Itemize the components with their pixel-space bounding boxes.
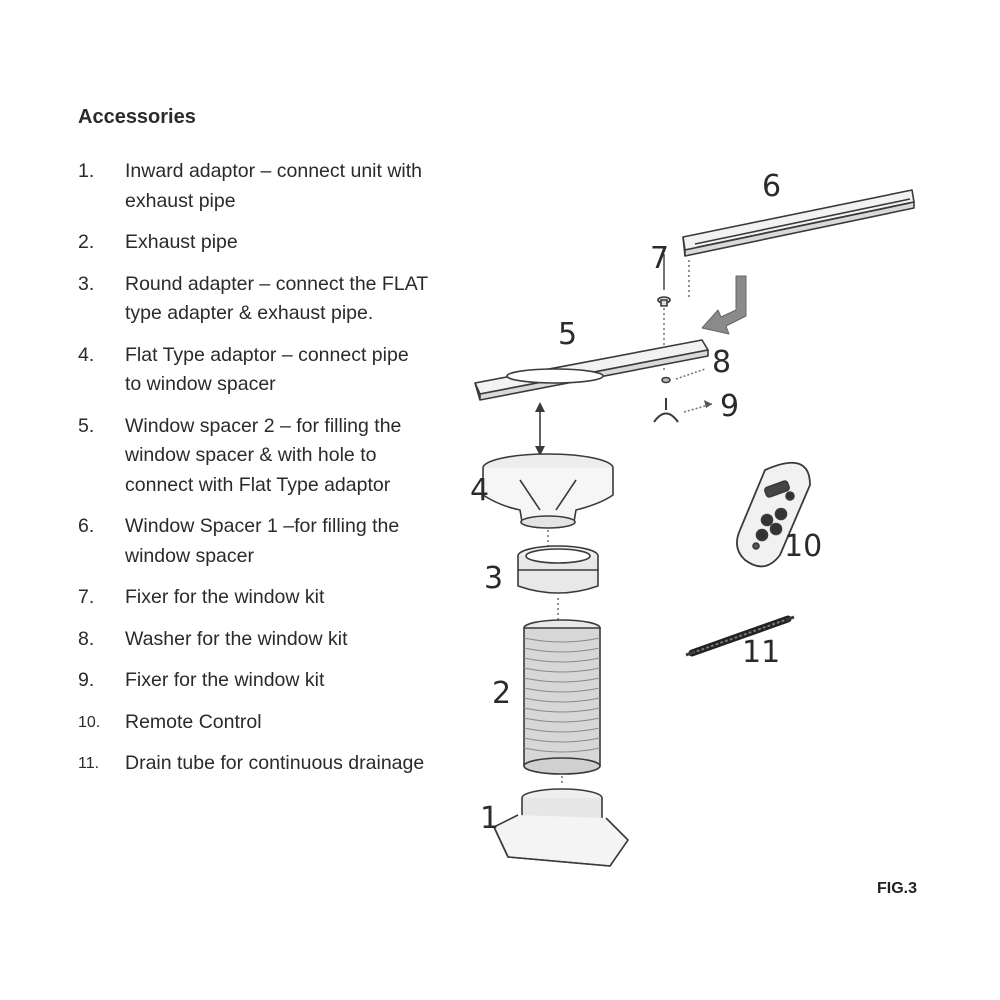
item-number: 6. [78,515,95,537]
callout-5: 5 [558,317,577,352]
list-item: 8. Washer for the window kit [78,625,428,655]
item-number: 11. [78,755,100,772]
callout-7: 7 [650,241,669,276]
item-text: Flat Type adaptor – connect pipe to wind… [125,343,409,396]
item-text: Exhaust pipe [125,231,238,253]
item-number: 7. [78,586,95,608]
item-number: 3. [78,272,95,295]
section-heading: Accessories [78,106,196,128]
callout-3: 3 [484,561,503,596]
item-number: 9. [78,669,95,691]
item-number: 5. [78,414,95,437]
list-item: 1. Inward adaptor – connect unit with ex… [78,157,428,216]
item-number: 4. [78,343,95,366]
item-text: Remote Control [125,710,262,733]
callout-4: 4 [470,473,489,508]
washer-part [661,376,671,384]
spring-fixer-part [653,398,679,423]
diagram-svg: 6 7 5 8 9 4 10 3 11 2 1 [470,169,915,867]
window-spacer-2-part [474,339,709,401]
item-number: 10. [78,713,101,731]
list-item: 3. Round adapter – connect the FLAT type… [78,270,428,329]
drain-tube-part [685,615,795,657]
item-text: Drain tube for continuous drainage [125,752,425,774]
round-adapter-part [517,545,599,594]
item-text: Washer for the window kit [125,627,348,650]
item-text: Window spacer 2 – for filling the window… [125,414,402,496]
item-text: Round adapter – connect the FLAT type ad… [125,272,428,325]
double-arrow-icon [535,402,545,456]
callout-6: 6 [762,169,781,204]
item-number: 8. [78,627,95,650]
item-text: Window Spacer 1 –for filling the window … [125,515,400,567]
assembly-arrow-icon [701,275,747,335]
accessories-list: 1. Inward adaptor – connect unit with ex… [78,157,428,779]
list-item: 5. Window spacer 2 – for filling the win… [78,412,428,501]
list-item: 7. Fixer for the window kit [78,583,428,613]
list-item: 6. Window Spacer 1 –for filling the wind… [78,512,428,571]
item-text: Fixer for the window kit [125,586,325,608]
item-number: 1. [78,160,95,182]
window-spacer-1-part [682,189,915,257]
callout-8: 8 [712,345,731,380]
list-item: 11. Drain tube for continuous drainage [78,749,428,779]
list-item: 10. Remote Control [78,708,428,738]
list-item: 9. Fixer for the window kit [78,666,428,696]
callout-9: 9 [720,389,739,424]
exploded-diagram: 6 7 5 8 9 4 10 3 11 2 1 [440,150,940,910]
remote-control-part [736,461,811,568]
item-number: 2. [78,231,95,253]
flat-adaptor-part [482,453,614,529]
callout-1: 1 [480,801,499,836]
exhaust-pipe-part [523,619,601,775]
inward-adaptor-part [493,788,629,867]
figure-label: FIG.3 [877,880,918,897]
item-text: Inward adaptor – connect unit with exhau… [125,160,423,212]
list-item: 4. Flat Type adaptor – connect pipe to w… [78,341,428,400]
callout-2: 2 [492,676,511,711]
list-item: 2. Exhaust pipe [78,228,428,258]
callout-10: 10 [784,529,822,564]
callout-11: 11 [742,635,780,670]
item-text: Fixer for the window kit [125,669,325,691]
